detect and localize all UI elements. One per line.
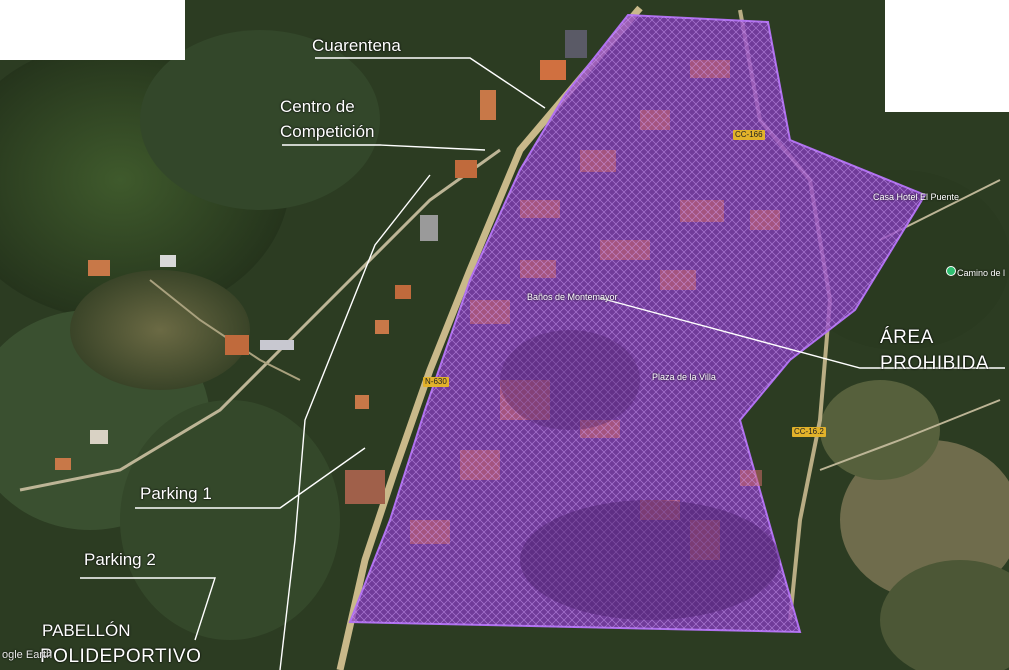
building <box>375 320 389 334</box>
clearing <box>820 380 940 480</box>
forbidden-area-shade <box>500 330 640 430</box>
building <box>395 285 411 299</box>
place-label-camino: Camino de l <box>957 268 1006 278</box>
side-road <box>819 399 1001 471</box>
building <box>90 430 108 444</box>
building <box>455 160 477 178</box>
leader-centro <box>282 144 486 151</box>
label-area-line1: ÁREA <box>880 327 934 348</box>
building <box>420 215 438 241</box>
building <box>55 458 71 470</box>
blank-corner <box>0 0 185 60</box>
label-parking2: Parking 2 <box>84 550 156 569</box>
forbidden-area-hatch <box>350 15 925 632</box>
road-badge-cc162: CC-16.2 <box>792 427 826 437</box>
label-centro-line1: Centro de <box>280 97 355 116</box>
label-pabellon-line1: PABELLÓN <box>42 621 131 640</box>
label-pabellon-line2: POLIDEPORTIVO <box>40 646 202 667</box>
label-area-line2: PROHIBIDA <box>880 353 990 374</box>
label-cuarentena: Cuarentena <box>312 36 401 55</box>
blank-corner <box>885 0 1009 112</box>
route-line <box>279 174 431 670</box>
place-label-plaza: Plaza de la Villa <box>652 372 716 382</box>
leader-cuarentena <box>315 57 546 109</box>
clearing <box>70 270 250 390</box>
side-road <box>19 148 501 492</box>
building <box>355 395 369 409</box>
leader-parking1 <box>135 447 366 509</box>
building <box>160 255 176 267</box>
building <box>88 260 110 276</box>
forest-patch <box>120 400 340 640</box>
main-road <box>336 5 643 670</box>
leader-parking2 <box>80 577 216 641</box>
map-watermark: ogle Earth <box>2 649 53 661</box>
forbidden-area-shade <box>520 500 780 620</box>
place-label-puente: Casa Hotel El Puente <box>873 192 960 202</box>
building <box>480 90 496 120</box>
building <box>540 60 566 80</box>
map-pin-icon <box>946 266 956 276</box>
road-badge-n630: N-630 <box>423 377 449 387</box>
building <box>565 30 587 58</box>
clearing <box>840 440 1009 600</box>
leader-area-prohibida <box>599 297 1005 369</box>
label-centro-line2: Competición <box>280 122 375 141</box>
forest-patch <box>880 560 1009 670</box>
label-parking1: Parking 1 <box>140 484 212 503</box>
forest-patch <box>140 30 380 210</box>
leader-lines <box>80 57 1005 670</box>
building <box>345 470 385 504</box>
road-badge-cc166: CC-166 <box>733 130 765 140</box>
building <box>260 340 294 350</box>
place-label-banos: Baños de Montemayor <box>527 292 618 302</box>
building <box>225 335 249 355</box>
